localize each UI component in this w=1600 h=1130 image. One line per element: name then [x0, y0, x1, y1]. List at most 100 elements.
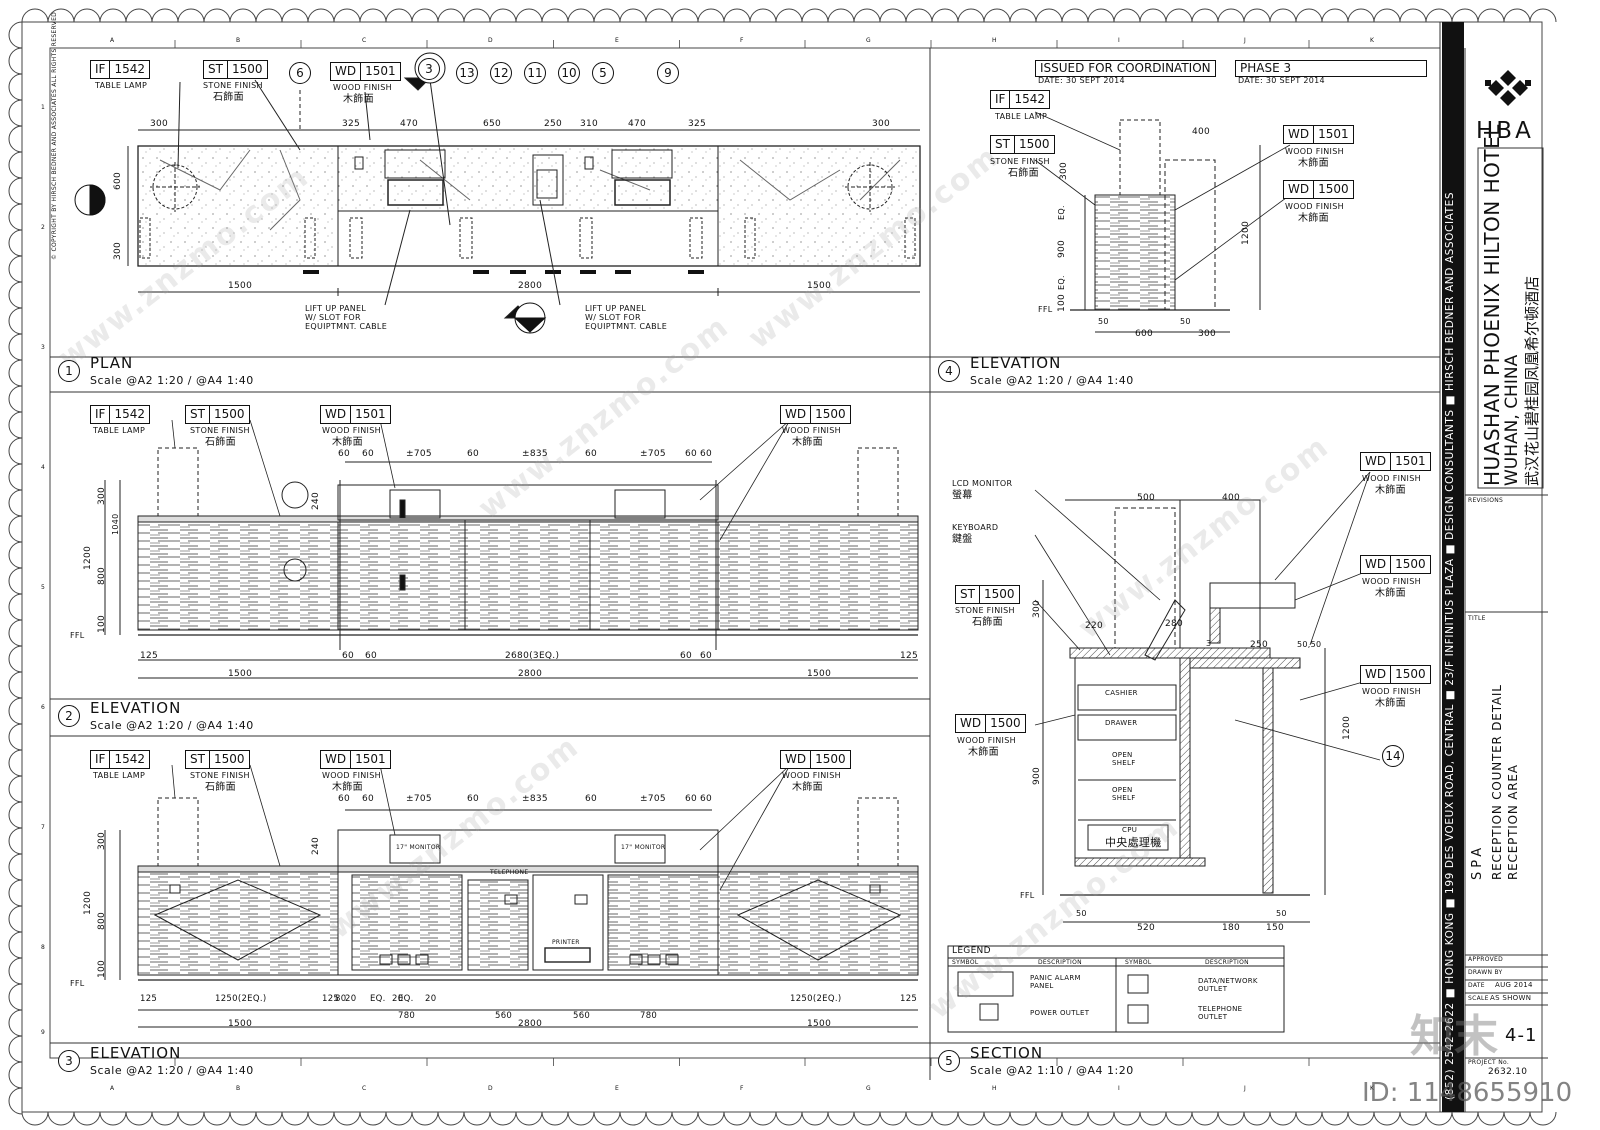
dimension-text: 60: [685, 794, 698, 804]
grid-row-label: 7: [41, 824, 46, 831]
plan-view: [127, 77, 921, 319]
legend-header: DESCRIPTION: [1038, 959, 1082, 966]
grid-col-label: J: [1244, 37, 1247, 44]
dimension-text: 780: [640, 1011, 658, 1021]
dimension-text: 50: [1276, 909, 1287, 918]
dimension-text: 1250(2EQ.): [215, 994, 267, 1004]
legend-header: SYMBOL: [952, 959, 979, 966]
tag-desc-zh: 木飾面: [343, 94, 374, 105]
dimension-text: 240: [311, 491, 321, 510]
reference-bubble: 3: [418, 58, 440, 80]
dimension-text: 60: [680, 651, 693, 661]
tag-desc-zh: 石飾面: [1008, 168, 1039, 179]
dimension-text: 280: [1165, 619, 1184, 629]
scale-value: AS SHOWN: [1490, 994, 1532, 1002]
project-name-zh: 武汉花山碧桂园凤凰希尔顿酒店: [1523, 275, 1541, 486]
grid-row-label: 6: [1442, 704, 1447, 711]
dimension-text: 3: [1206, 639, 1212, 648]
grid-col-label: B: [236, 37, 241, 44]
tag-desc: STONE FINISH: [955, 606, 1015, 615]
grid-col-label: K: [1370, 37, 1375, 44]
project-name: HUASHAN PHOENIX HILTON HOTEL: [1480, 124, 1504, 486]
dimension-text: 20: [392, 994, 404, 1004]
ffl-label: FFL: [70, 979, 85, 988]
dimension-text: 60: [365, 651, 378, 661]
dimension-text: 2680(3EQ.): [505, 651, 560, 661]
reference-bubble: 12: [490, 62, 512, 84]
drawing-area: SPA: [1470, 843, 1485, 880]
dimension-text: ±835: [522, 794, 548, 804]
grid-row-label: 1: [1442, 104, 1447, 111]
view-number: 2: [58, 705, 80, 727]
reference-bubble: 5: [592, 62, 614, 84]
firm-address: (852) 2542-2622 ■ HONG KONG ■ 199 DES VO…: [1444, 191, 1456, 1100]
tag-desc: WOOD FINISH: [1285, 147, 1344, 156]
project-no-value: 2632.10: [1488, 1067, 1528, 1077]
dimension-text: 300: [97, 831, 107, 850]
dimension-text: 300: [1059, 161, 1069, 180]
view-title: SECTION: [970, 1044, 1044, 1062]
date-label: DATE: [1468, 982, 1485, 989]
tag-desc-zh: 石飾面: [972, 617, 1003, 628]
reference-bubble: 11: [524, 62, 546, 84]
dimension-text: 500: [1137, 493, 1156, 503]
view-number: 3: [58, 1050, 80, 1072]
dimension-text: 150: [1266, 923, 1285, 933]
grid-col-label: I: [1118, 37, 1121, 44]
grid-col-label: E: [615, 37, 620, 44]
tag-desc-zh: 木飾面: [1298, 213, 1329, 224]
drawn-by-label: DRAWN BY: [1468, 969, 1503, 976]
lcd-monitor-label: LCD MONITOR: [952, 479, 1013, 488]
dimension-text: 300: [97, 486, 107, 505]
dimension-text: 1500: [228, 1019, 253, 1029]
tag-desc-zh: 木飾面: [332, 437, 363, 448]
dimension-text: 1200: [1241, 220, 1251, 245]
grid-row-label: 5: [41, 584, 46, 591]
dimension-text: 20: [345, 994, 357, 1004]
dimension-text: 60: [700, 794, 713, 804]
copyright-text: © COPYRIGHT BY HIRSCH BEDNER AND ASSOCIA…: [51, 11, 58, 260]
tag-desc-zh: 木飾面: [1298, 158, 1329, 169]
dimension-text: 1500: [228, 281, 253, 291]
dimension-text: 1500: [807, 669, 832, 679]
dimension-text: 325: [342, 119, 361, 129]
grid-col-label: E: [615, 1085, 620, 1092]
dimension-text: EQ.: [1057, 205, 1066, 220]
grid-row-label: 3: [41, 344, 46, 351]
elevation-2-view: [104, 447, 919, 679]
dimension-text: 50,50: [1297, 640, 1322, 649]
dimension-text: 1500: [228, 669, 253, 679]
dimension-text: ±835: [522, 449, 548, 459]
dimension-text: 400: [1222, 493, 1241, 503]
tag-desc: WOOD FINISH: [1362, 577, 1421, 586]
tag-desc-zh: 木飾面: [968, 747, 999, 758]
tag-desc-zh: 木飾面: [792, 437, 823, 448]
grid-row-label: 4: [41, 464, 46, 471]
tag-desc-zh: 石飾面: [205, 782, 236, 793]
dimension-text: 60: [342, 651, 355, 661]
dimension-text: EQ.: [398, 994, 414, 1004]
grid-row-label: 2: [1442, 224, 1447, 231]
tag-desc: WOOD FINISH: [1362, 474, 1421, 483]
dimension-text: EQ.: [370, 994, 386, 1004]
dimension-text: 520: [1137, 923, 1156, 933]
phase-box: PHASE 3: [1235, 60, 1427, 77]
dimension-text: 125: [140, 994, 158, 1004]
dimension-text: 1500: [807, 281, 832, 291]
view-scale: Scale @A2 1:20 / @A4 1:40: [90, 374, 254, 387]
monitor-label: 17" MONITOR: [621, 844, 666, 851]
keyboard-label: KEYBOARD: [952, 523, 999, 532]
dimension-text: ±705: [406, 449, 432, 459]
keyboard-label-zh: 鍵盤: [952, 534, 973, 545]
dimension-text: 80: [335, 994, 347, 1004]
